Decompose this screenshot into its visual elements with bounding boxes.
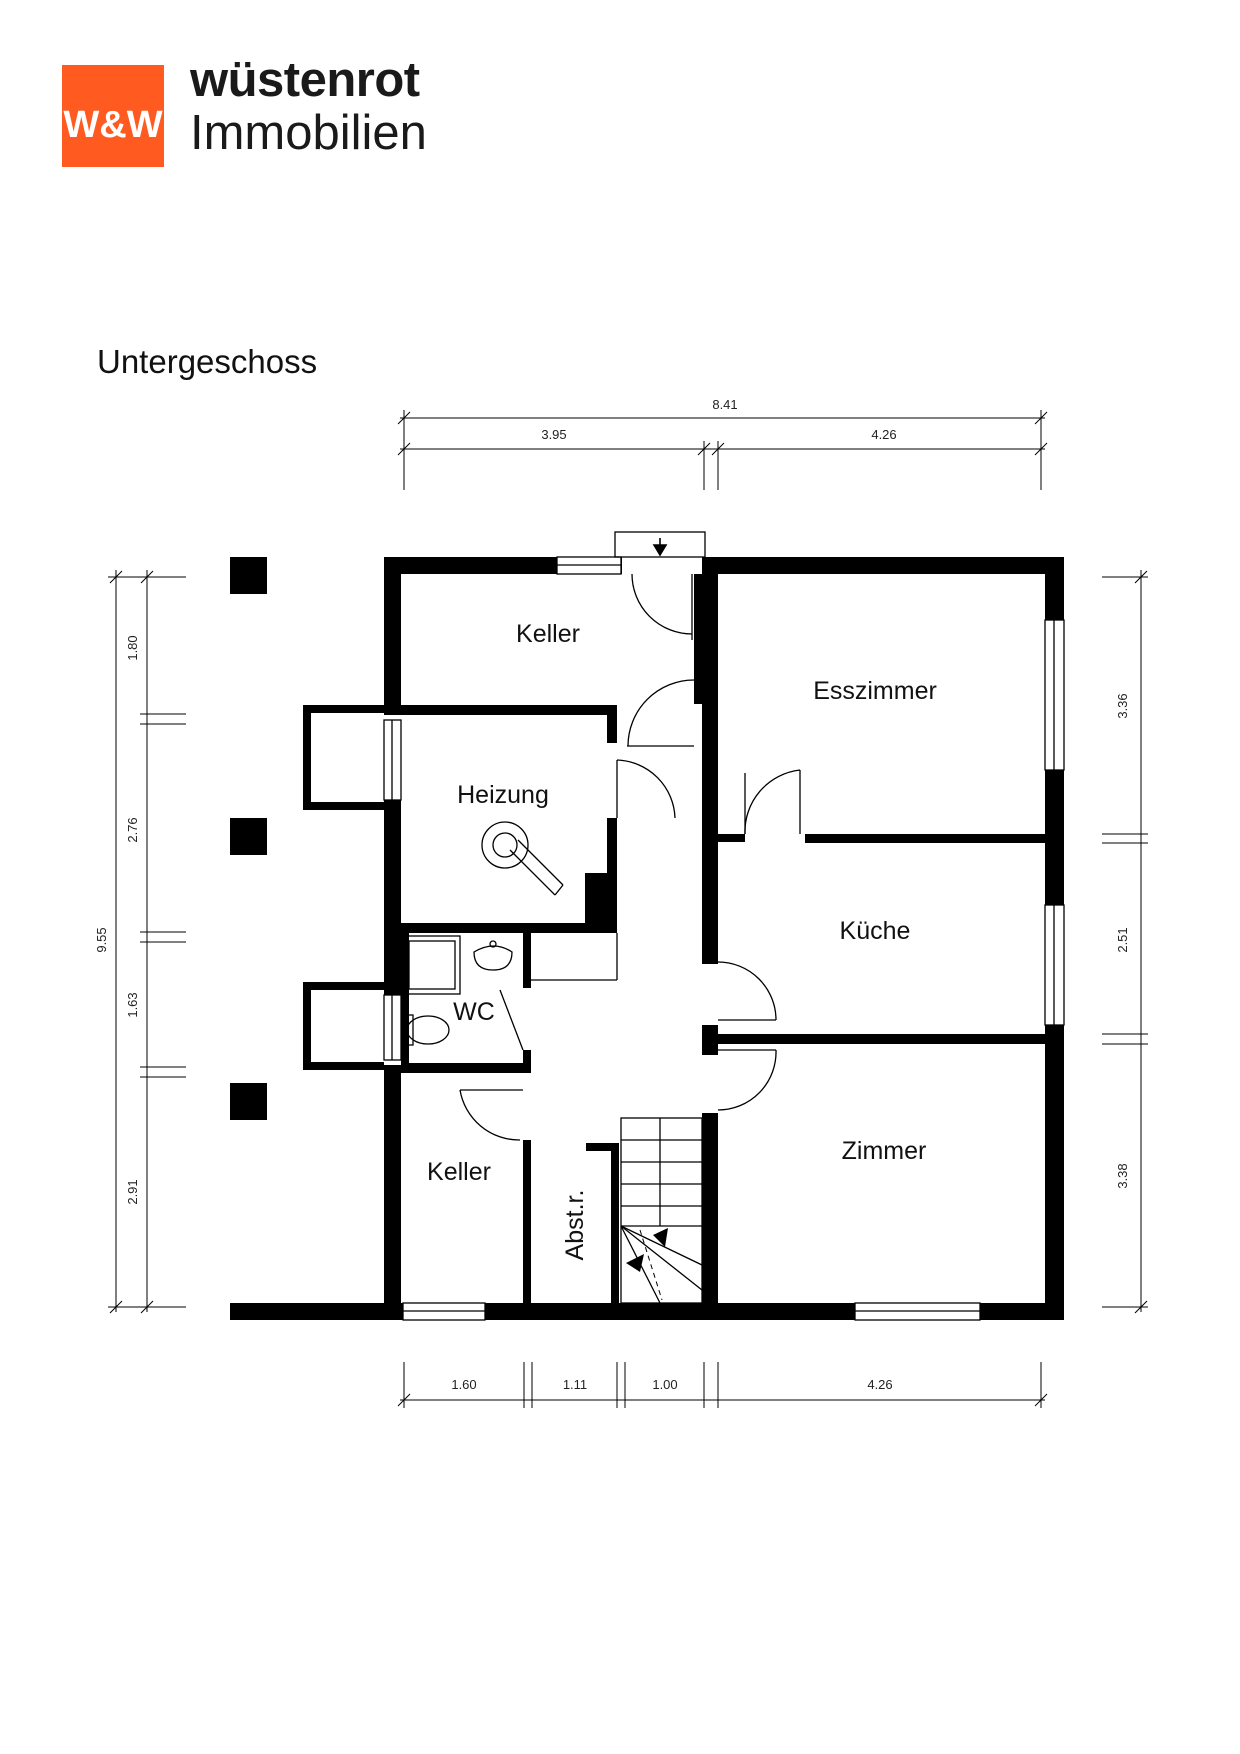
dim-bottom-4: 4.26 bbox=[867, 1377, 892, 1392]
dim-right-3: 3.38 bbox=[1115, 1163, 1130, 1188]
dim-right-2: 2.51 bbox=[1115, 927, 1130, 952]
toilet-icon bbox=[404, 1014, 414, 1046]
room-keller-top: Keller bbox=[516, 620, 580, 648]
room-labels: Keller Esszimmer Heizung Küche WC Zimmer… bbox=[427, 620, 937, 1260]
logo-square bbox=[62, 65, 164, 167]
brand-logo: W&W bbox=[62, 65, 164, 167]
dim-top-right: 4.26 bbox=[871, 427, 896, 442]
dim-left-3: 1.63 bbox=[125, 992, 140, 1017]
sink-icon bbox=[473, 945, 513, 971]
shower-icon bbox=[403, 935, 461, 995]
doors bbox=[459, 573, 801, 1141]
room-esszimmer: Esszimmer bbox=[813, 677, 937, 705]
windows bbox=[383, 556, 1065, 1321]
dim-left-2: 2.76 bbox=[125, 817, 140, 842]
dim-bottom-2: 1.11 bbox=[563, 1377, 587, 1392]
room-keller-bottom: Keller bbox=[427, 1158, 491, 1186]
top-dimensions: 8.41 3.95 4.26 bbox=[397, 397, 1048, 490]
bathroom-fixtures bbox=[403, 935, 513, 1046]
dim-top-total: 8.41 bbox=[712, 397, 737, 412]
dim-top-left: 3.95 bbox=[541, 427, 566, 442]
plan-title: Untergeschoss bbox=[97, 343, 318, 380]
dim-left-total: 9.55 bbox=[94, 927, 109, 952]
exterior-pillars bbox=[230, 557, 267, 1120]
left-dimensions: 9.55 1.80 2.76 1.63 2.91 bbox=[94, 570, 186, 1314]
dim-bottom-3: 1.00 bbox=[652, 1377, 677, 1392]
brand-name: wüstenrot bbox=[190, 53, 420, 107]
dim-left-1: 1.80 bbox=[125, 635, 140, 660]
dim-bottom-1: 1.60 bbox=[451, 1377, 476, 1392]
ww-logo-icon: W&W bbox=[62, 65, 164, 167]
bottom-dimensions: 1.60 1.11 1.00 4.26 bbox=[397, 1362, 1048, 1408]
logo-text: W&W bbox=[63, 104, 162, 146]
room-abstellraum: Abst.r. bbox=[561, 1190, 589, 1261]
dim-right-1: 3.36 bbox=[1115, 693, 1130, 718]
staircase bbox=[620, 1117, 703, 1304]
boiler-icon bbox=[481, 821, 564, 896]
room-wc: WC bbox=[453, 998, 495, 1026]
entrance bbox=[614, 531, 706, 558]
right-dimensions: 3.36 2.51 3.38 bbox=[1102, 570, 1148, 1314]
stair-arrow-icon bbox=[626, 1254, 644, 1272]
brand-subtitle: Immobilien bbox=[190, 106, 427, 160]
room-heizung: Heizung bbox=[457, 781, 549, 809]
entrance-arrow-icon bbox=[652, 538, 668, 557]
room-zimmer: Zimmer bbox=[842, 1137, 927, 1165]
dim-left-4: 2.91 bbox=[125, 1179, 140, 1204]
room-kueche: Küche bbox=[840, 917, 911, 945]
